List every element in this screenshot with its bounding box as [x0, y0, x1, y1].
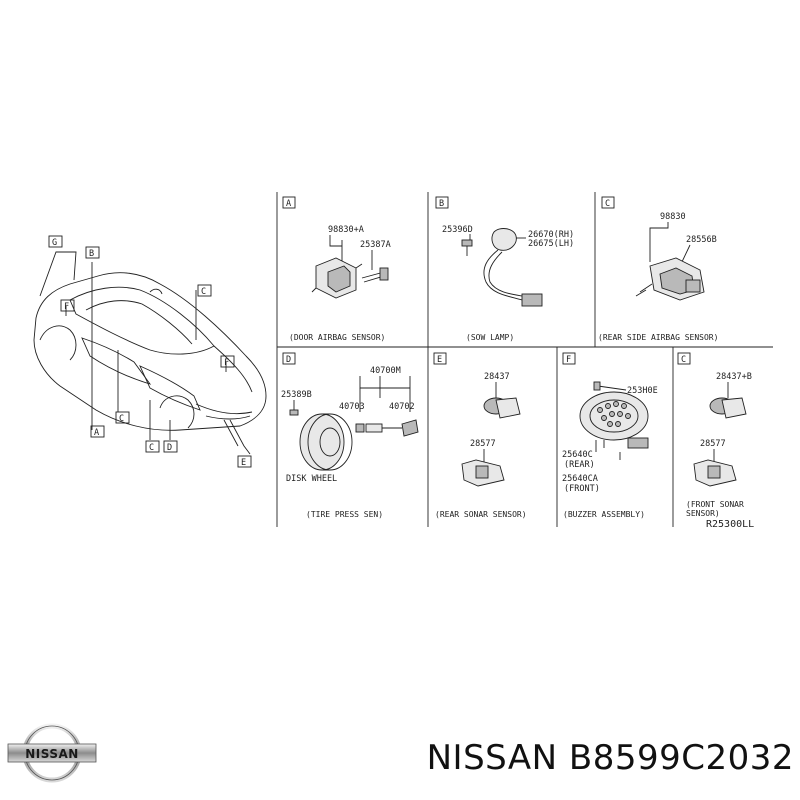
part-98830: 98830	[660, 212, 686, 222]
part-25640ca: 25640CA	[562, 474, 598, 484]
nissan-logo: NISSAN	[7, 723, 97, 783]
part-40703: 40703	[339, 402, 365, 412]
panel-c-top: C 98830 28556B (REAR SIDE AIRBAG SENSOR)	[598, 196, 718, 342]
panel-f: F 253H0E 25640C (REAR) 25640CA (FRONT) (…	[562, 352, 658, 519]
callout-f-top: F	[60, 299, 75, 312]
part-25640c: 25640C	[562, 450, 593, 460]
panel-d-caption: (TIRE PRESS SEN)	[306, 510, 383, 519]
svg-text:C: C	[119, 414, 124, 424]
nissan-logo-text: NISSAN	[25, 747, 79, 761]
svg-text:A: A	[94, 428, 99, 438]
panel-e: E 28437 28577 (REAR SONAR SENSOR)	[433, 352, 527, 519]
part-number-line: NISSAN B8599C2032	[426, 738, 794, 778]
part-28577-e: 28577	[470, 439, 496, 449]
panel-grid	[276, 192, 773, 527]
callout-g: G	[48, 235, 63, 248]
part-25389b: 25389B	[281, 390, 312, 400]
part-40700m: 40700M	[370, 366, 401, 376]
part-26675-lh: 26675(LH)	[528, 239, 574, 249]
panel-b-letter: B	[439, 199, 444, 209]
panel-c-bottom-caption-2: SENSOR)	[686, 509, 720, 518]
part-253h0e: 253H0E	[627, 386, 658, 396]
part-98830-a: 98830+A	[328, 225, 364, 235]
callout-f-rear: F	[220, 355, 235, 368]
callout-a: A	[90, 425, 105, 438]
overview-callouts: G B F C F C A C	[48, 235, 252, 468]
callout-d: D	[163, 440, 178, 453]
svg-text:C: C	[149, 443, 154, 453]
part-25396d: 25396D	[442, 225, 473, 235]
overview-car	[33, 251, 267, 455]
panel-b-caption: (SOW LAMP)	[466, 333, 514, 342]
panel-c-bottom-caption-1: (FRONT SONAR	[686, 500, 744, 509]
svg-text:D: D	[167, 443, 172, 453]
part-25640ca-front: (FRONT)	[564, 484, 600, 494]
panel-f-caption: (BUZZER ASSEMBLY)	[563, 510, 645, 519]
parts-diagram: G B F C F C A C	[33, 192, 773, 530]
svg-text:E: E	[241, 458, 246, 468]
svg-text:F: F	[64, 302, 69, 312]
callout-c-top: C	[197, 284, 212, 297]
part-28577-c: 28577	[700, 439, 726, 449]
callout-e: E	[237, 455, 252, 468]
panel-c-top-caption: (REAR SIDE AIRBAG SENSOR)	[598, 333, 718, 342]
part-40702: 40702	[389, 402, 415, 412]
panel-a-caption: (DOOR AIRBAG SENSOR)	[289, 333, 385, 342]
svg-text:F: F	[224, 358, 229, 368]
part-25387a: 25387A	[360, 240, 391, 250]
part-26670-rh: 26670(RH)	[528, 230, 574, 240]
panel-b: B 25396D 26670(RH) 26675(LH) (SOW LAMP)	[435, 196, 574, 342]
svg-text:G: G	[52, 238, 57, 248]
panel-e-letter: E	[437, 355, 442, 365]
part-25640c-rear: (REAR)	[564, 460, 595, 470]
panel-f-letter: F	[566, 355, 571, 365]
part-28437-b: 28437+B	[716, 372, 752, 382]
svg-text:B: B	[89, 249, 94, 259]
callout-c-mid: C	[115, 411, 130, 424]
part-28437-e: 28437	[484, 372, 510, 382]
panel-e-caption: (REAR SONAR SENSOR)	[435, 510, 527, 519]
panel-a-letter: A	[286, 199, 291, 209]
panel-c-top-letter: C	[605, 199, 610, 209]
panel-a: A 98830+A 25387A (DOOR AIRBAG SENSOR)	[282, 196, 391, 342]
callout-c-low: C	[145, 440, 160, 453]
svg-text:C: C	[201, 287, 206, 297]
reference-code: R25300LL	[706, 519, 754, 530]
panel-d-letter: D	[286, 355, 291, 365]
panel-d: D 40700M 25389B 40703 40702 DISK WHEEL (…	[281, 352, 419, 519]
part-28556b: 28556B	[686, 235, 717, 245]
callout-b: B	[85, 246, 100, 259]
panel-c-bottom: C 28437+B 28577 (FRONT SONAR SENSOR)	[677, 352, 752, 518]
disk-wheel-label: DISK WHEEL	[286, 474, 337, 484]
panel-c-bottom-letter: C	[681, 355, 686, 365]
